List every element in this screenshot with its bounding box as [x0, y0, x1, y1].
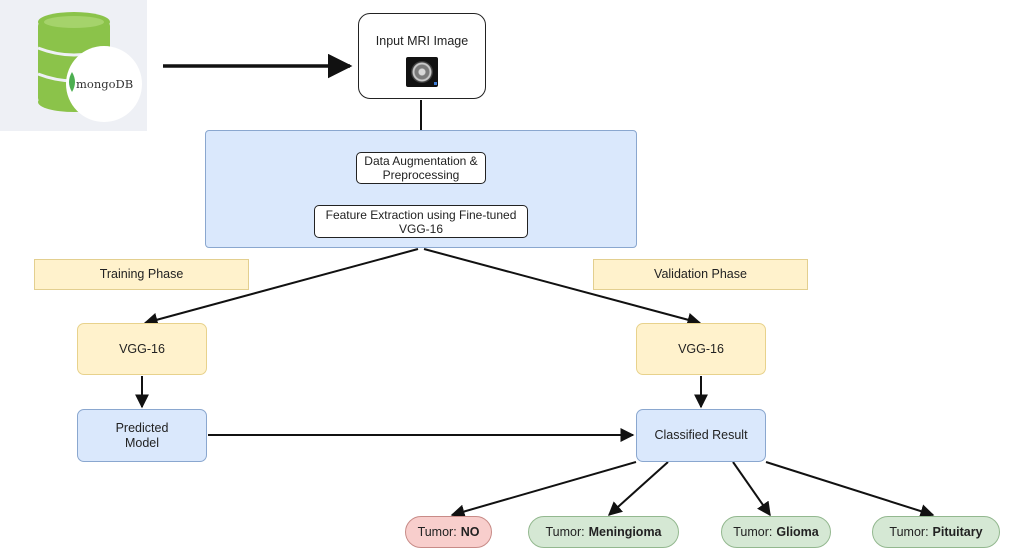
validation-phase-label: Validation Phase	[593, 259, 808, 290]
edge-classified-to-glioma	[732, 461, 771, 517]
training-vgg-label: VGG-16	[119, 341, 165, 356]
output-tumor-no: Tumor:NO	[405, 516, 492, 548]
output-tumor-meningioma: Tumor:Meningioma	[528, 516, 679, 548]
validation-vgg-node: VGG-16	[636, 323, 766, 375]
output-prefix: Tumor:	[417, 524, 457, 539]
edge-classified-to-meningioma	[607, 461, 669, 516]
input-mri-title: Input MRI Image	[375, 34, 469, 48]
augmentation-node: Data Augmentation & Preprocessing	[356, 152, 486, 184]
edge-feature-to-validation	[423, 248, 702, 327]
training-vgg-node: VGG-16	[77, 323, 207, 375]
validation-phase-text: Validation Phase	[654, 267, 747, 281]
preprocessing-panel	[205, 130, 637, 248]
classified-result-node: Classified Result	[636, 409, 766, 462]
edge-feature-to-training	[143, 248, 419, 327]
mongodb-leaf-icon	[69, 72, 75, 92]
output-prefix: Tumor:	[889, 524, 929, 539]
output-prefix: Tumor:	[733, 524, 773, 539]
output-value: Glioma	[776, 524, 819, 539]
classified-result-label: Classified Result	[654, 428, 748, 442]
output-value: Pituitary	[932, 524, 983, 539]
training-phase-text: Training Phase	[99, 267, 184, 281]
output-tumor-glioma: Tumor:Glioma	[721, 516, 831, 548]
predicted-model-label: Predicted Model	[115, 420, 169, 450]
training-phase-label: Training Phase	[34, 259, 249, 290]
output-value: Meningioma	[588, 524, 662, 539]
database-logo-panel: mongoDB	[0, 0, 147, 131]
mri-thumbnail-image	[406, 57, 438, 87]
predicted-model-node: Predicted Model	[77, 409, 207, 462]
feature-extraction-label: Feature Extraction using Fine-tuned VGG-…	[325, 207, 517, 236]
validation-vgg-label: VGG-16	[678, 341, 724, 356]
database-icon	[37, 12, 142, 122]
edge-classified-to-no	[450, 461, 637, 519]
output-tumor-pituitary: Tumor:Pituitary	[872, 516, 1000, 548]
output-prefix: Tumor:	[545, 524, 585, 539]
input-mri-node: Input MRI Image	[358, 13, 486, 99]
mongodb-logo-text: mongoDB	[76, 77, 134, 91]
output-value: NO	[460, 524, 480, 539]
edge-classified-to-pituitary	[765, 461, 935, 518]
augmentation-label: Data Augmentation & Preprocessing	[364, 154, 478, 182]
feature-extraction-node: Feature Extraction using Fine-tuned VGG-…	[314, 205, 528, 238]
